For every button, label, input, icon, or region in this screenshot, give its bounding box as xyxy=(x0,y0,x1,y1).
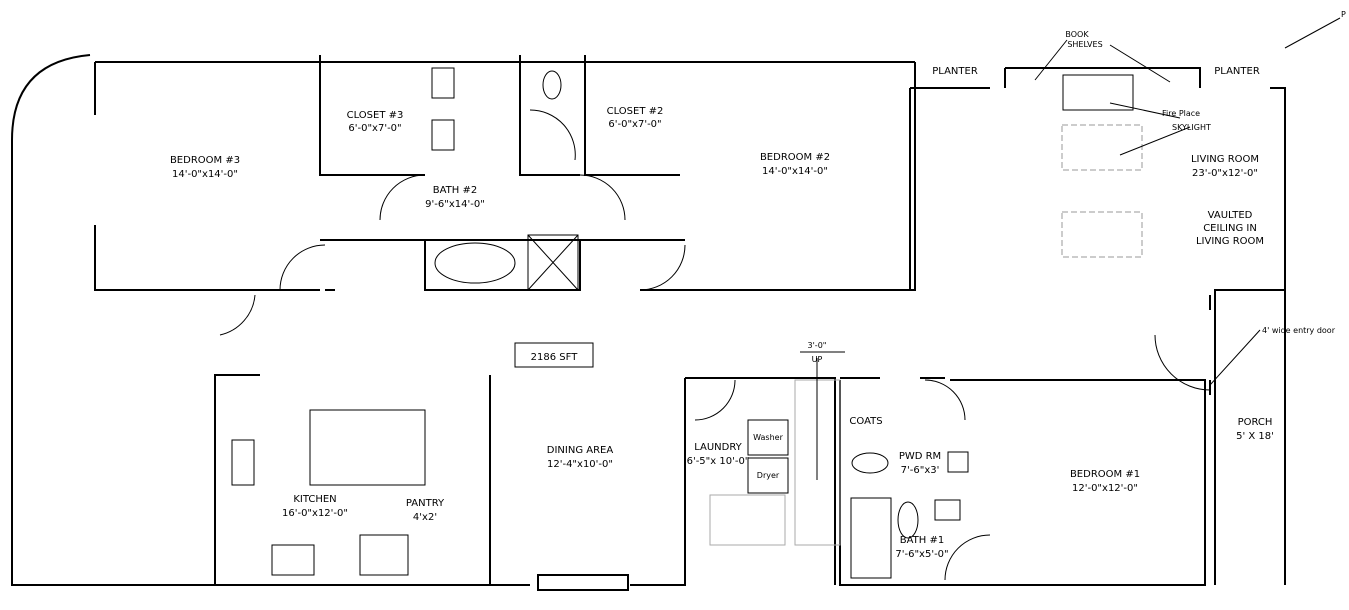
vaulted-line3: LIVING ROOM xyxy=(1196,236,1264,247)
washer-label: Washer xyxy=(753,433,783,442)
fireplace-label: Fire Place xyxy=(1162,109,1200,118)
porch-name: PORCH xyxy=(1238,417,1273,428)
stair-up-label: UP xyxy=(812,355,823,364)
bedroom1-name: BEDROOM #1 xyxy=(1070,469,1140,480)
closet3-size: 6'-0"x7'-0" xyxy=(348,123,401,134)
planter-left-label: PLANTER xyxy=(932,66,978,77)
coats-label: COATS xyxy=(849,416,882,427)
pwd-size: 7'-6"x3' xyxy=(901,465,940,476)
closet3-name: CLOSET #3 xyxy=(347,110,404,121)
bath1-size: 7'-6"x5'-0" xyxy=(895,549,948,560)
dryer-label: Dryer xyxy=(757,471,780,480)
bedroom3-size: 14'-0"x14'-0" xyxy=(172,169,238,180)
vaulted-line1: VAULTED xyxy=(1208,210,1253,221)
bath2-name: BATH #2 xyxy=(433,185,477,196)
pwd-name: PWD RM xyxy=(899,451,941,462)
kitchen-name: KITCHEN xyxy=(293,494,336,505)
leaders xyxy=(800,17,1341,480)
laundry-size: 6'-5"x 10'-0" xyxy=(687,456,750,467)
bath2-size: 9'-6"x14'-0" xyxy=(425,199,485,210)
kitchen-size: 16'-0"x12'-0" xyxy=(282,508,348,519)
living-name: LIVING ROOM xyxy=(1191,154,1259,165)
bedroom1-size: 12'-0"x12'-0" xyxy=(1072,483,1138,494)
book-label: BOOK xyxy=(1065,30,1089,39)
porch-size: 5' X 18' xyxy=(1236,431,1274,442)
dining-size: 12'-4"x10'-0" xyxy=(547,459,613,470)
bedroom3-name: BEDROOM #3 xyxy=(170,155,240,166)
closet2-name: CLOSET #2 xyxy=(607,106,664,117)
laundry-name: LAUNDRY xyxy=(694,442,742,453)
pantry-size: 4'x2' xyxy=(413,512,437,523)
stair-width-label: 3'-0" xyxy=(808,341,827,350)
dining-name: DINING AREA xyxy=(547,445,614,456)
bath1-name: BATH #1 xyxy=(900,535,944,546)
bedroom2-size: 14'-0"x14'-0" xyxy=(762,166,828,177)
edge-label: P xyxy=(1341,10,1346,19)
closet2-size: 6'-0"x7'-0" xyxy=(608,119,661,130)
walls xyxy=(11,54,1286,586)
living-size: 23'-0"x12'-0" xyxy=(1192,168,1258,179)
entry-door-label: 4' wide entry door xyxy=(1262,326,1336,335)
vaulted-line2: CEILING IN xyxy=(1203,223,1257,234)
planter-right-label: PLANTER xyxy=(1214,66,1260,77)
fixtures xyxy=(231,67,1143,591)
total-area: 2186 SFT xyxy=(531,352,579,363)
bedroom2-name: BEDROOM #2 xyxy=(760,152,830,163)
area-box xyxy=(514,342,594,368)
doors xyxy=(219,109,1211,581)
pantry-name: PANTRY xyxy=(406,498,445,509)
shelves-label: SHELVES xyxy=(1067,40,1102,49)
skylight-label: SKYLIGHT xyxy=(1172,123,1211,132)
